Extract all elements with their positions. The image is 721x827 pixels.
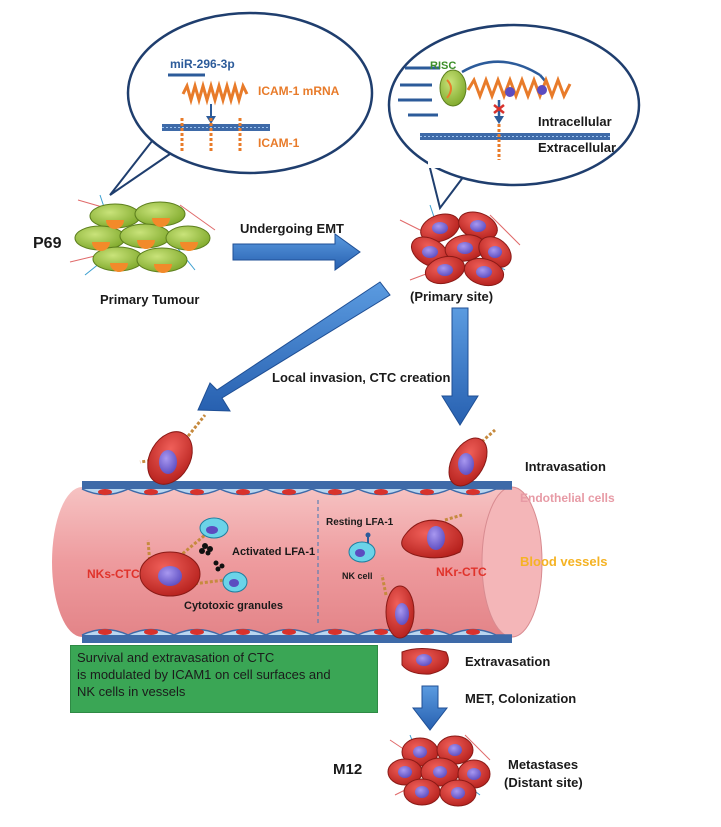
met-arrow <box>411 685 449 731</box>
note-line: NK cells in vessels <box>77 684 186 699</box>
intravasation-label: Intravasation <box>525 459 606 474</box>
nks-ctc-cell <box>139 517 248 597</box>
met-colonization-label: MET, Colonization <box>465 691 577 706</box>
primary-tumour-label: Primary Tumour <box>100 292 200 307</box>
m12-label: M12 <box>333 761 363 778</box>
local-invasion-label: Local invasion, CTC creation <box>272 370 451 385</box>
p69-label: P69 <box>33 235 62 252</box>
nks-ctc-label: NKs-CTC <box>87 567 140 581</box>
emt-arrow <box>232 233 361 271</box>
risc-speech-bubble <box>387 23 641 211</box>
primary-tumour-cells <box>69 194 216 276</box>
invasion-arrow-right <box>441 307 479 426</box>
blood-vessel <box>52 481 543 643</box>
ctc-cell-intravasation <box>448 428 496 487</box>
icam1-label: ICAM-1 <box>258 136 300 150</box>
nkr-ctc-label: NKr-CTC <box>436 565 487 579</box>
cytotoxic-granules-label: Cytotoxic granules <box>184 600 284 612</box>
resting-lfa-label: Resting LFA-1 <box>326 517 394 528</box>
distant-site-label: (Distant site) <box>504 775 583 790</box>
mirna-speech-bubble <box>109 11 374 196</box>
summary-note-box: Survival and extravasation of CTC is mod… <box>70 645 378 713</box>
nkr-ctc-cell <box>401 513 464 559</box>
metastases-cells <box>387 734 491 807</box>
endothelial-cells-label: Endothelial cells <box>520 491 615 505</box>
mirna-label: miR-296-3p <box>170 57 235 71</box>
invasion-arrow-left <box>197 281 391 412</box>
note-line: is modulated by ICAM1 on cell surfaces a… <box>77 667 331 682</box>
ctc-cell-extravasation <box>401 648 449 675</box>
ctc-cell-left <box>139 414 207 485</box>
risc-label: RISC <box>430 60 457 72</box>
activated-lfa-label: Activated LFA-1 <box>232 546 316 558</box>
note-line: Survival and extravasation of CTC <box>77 650 275 665</box>
extracellular-label: Extracellular <box>538 140 617 155</box>
ctc-cell-extravasating <box>380 574 415 639</box>
metastases-label: Metastases <box>508 757 579 772</box>
primary-site-cells <box>399 204 521 287</box>
primary-site-label: (Primary site) <box>410 289 494 304</box>
nk-cell-label: NK cell <box>342 571 373 581</box>
emt-label: Undergoing EMT <box>240 221 344 236</box>
icam-mrna-label: ICAM-1 mRNA <box>258 84 340 98</box>
intracellular-label: Intracellular <box>538 114 612 129</box>
blood-vessels-label: Blood vessels <box>520 554 608 569</box>
nk-cell-resting <box>348 532 376 563</box>
extravasation-label: Extravasation <box>465 654 551 669</box>
